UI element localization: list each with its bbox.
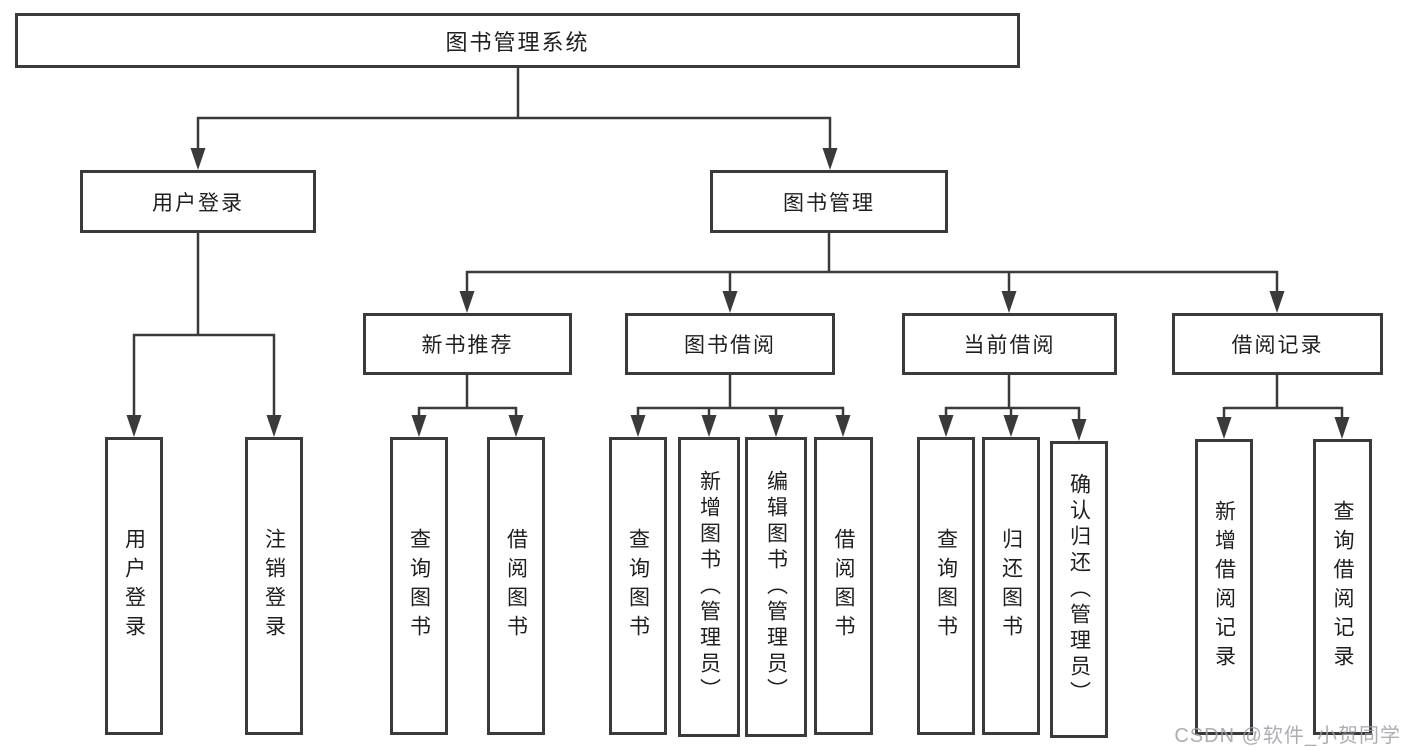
leaf-edit-book-admin: 编辑图书（管理员） <box>745 437 807 737</box>
leaf-user-login-label: 用户登录 <box>122 528 146 644</box>
node-new-book-recommend: 新书推荐 <box>363 313 572 375</box>
leaf-edit-book-admin-label: 编辑图书（管理员） <box>764 470 788 704</box>
node-borrow-records-label: 借阅记录 <box>1231 334 1324 357</box>
leaf-query-books-borrow: 查询图书 <box>609 437 667 735</box>
leaf-query-borrow-record-label: 查询借阅记录 <box>1331 500 1354 674</box>
leaf-borrow-books-rec-label: 借阅图书 <box>504 528 528 644</box>
node-book-management: 图书管理 <box>710 170 948 233</box>
node-new-book-recommend-label: 新书推荐 <box>421 334 514 357</box>
node-user-login-label: 用户登录 <box>152 191 244 215</box>
node-book-borrowing-label: 图书借阅 <box>684 334 776 357</box>
leaf-query-books-current-label: 查询图书 <box>934 528 958 644</box>
node-user-login: 用户登录 <box>80 170 316 233</box>
leaf-add-borrow-record-label: 新增借阅记录 <box>1212 500 1236 674</box>
node-root: 图书管理系统 <box>15 13 1020 68</box>
leaf-confirm-return-admin-label: 确认归还（管理员） <box>1067 472 1091 707</box>
leaf-query-books-current: 查询图书 <box>917 437 975 735</box>
leaf-query-books-rec-label: 查询图书 <box>407 528 431 644</box>
leaf-return-books: 归还图书 <box>982 437 1040 735</box>
leaf-borrow-books-borrow: 借阅图书 <box>814 437 873 735</box>
watermark: CSDN @软件_小贺同学 <box>1174 725 1401 747</box>
leaf-add-book-admin: 新增图书（管理员） <box>678 437 740 737</box>
leaf-user-login: 用户登录 <box>105 437 163 735</box>
leaf-borrow-books-borrow-label: 借阅图书 <box>832 528 855 644</box>
leaf-query-books-rec: 查询图书 <box>390 437 448 735</box>
leaf-query-books-borrow-label: 查询图书 <box>626 528 650 644</box>
node-current-borrowing-label: 当前借阅 <box>963 334 1056 357</box>
leaf-add-book-admin-label: 新增图书（管理员） <box>697 470 721 704</box>
leaf-logout: 注销登录 <box>245 437 303 735</box>
node-root-label: 图书管理系统 <box>445 29 590 55</box>
leaf-logout-label: 注销登录 <box>262 528 286 644</box>
leaf-return-books-label: 归还图书 <box>999 528 1023 644</box>
leaf-borrow-books-rec: 借阅图书 <box>487 437 545 735</box>
leaf-query-borrow-record: 查询借阅记录 <box>1313 439 1372 735</box>
node-book-management-label: 图书管理 <box>783 191 875 215</box>
node-book-borrowing: 图书借阅 <box>625 313 835 375</box>
node-current-borrowing: 当前借阅 <box>902 313 1117 375</box>
node-borrow-records: 借阅记录 <box>1172 313 1383 375</box>
leaf-confirm-return-admin: 确认归还（管理员） <box>1050 441 1108 738</box>
leaf-add-borrow-record: 新增借阅记录 <box>1195 439 1253 735</box>
